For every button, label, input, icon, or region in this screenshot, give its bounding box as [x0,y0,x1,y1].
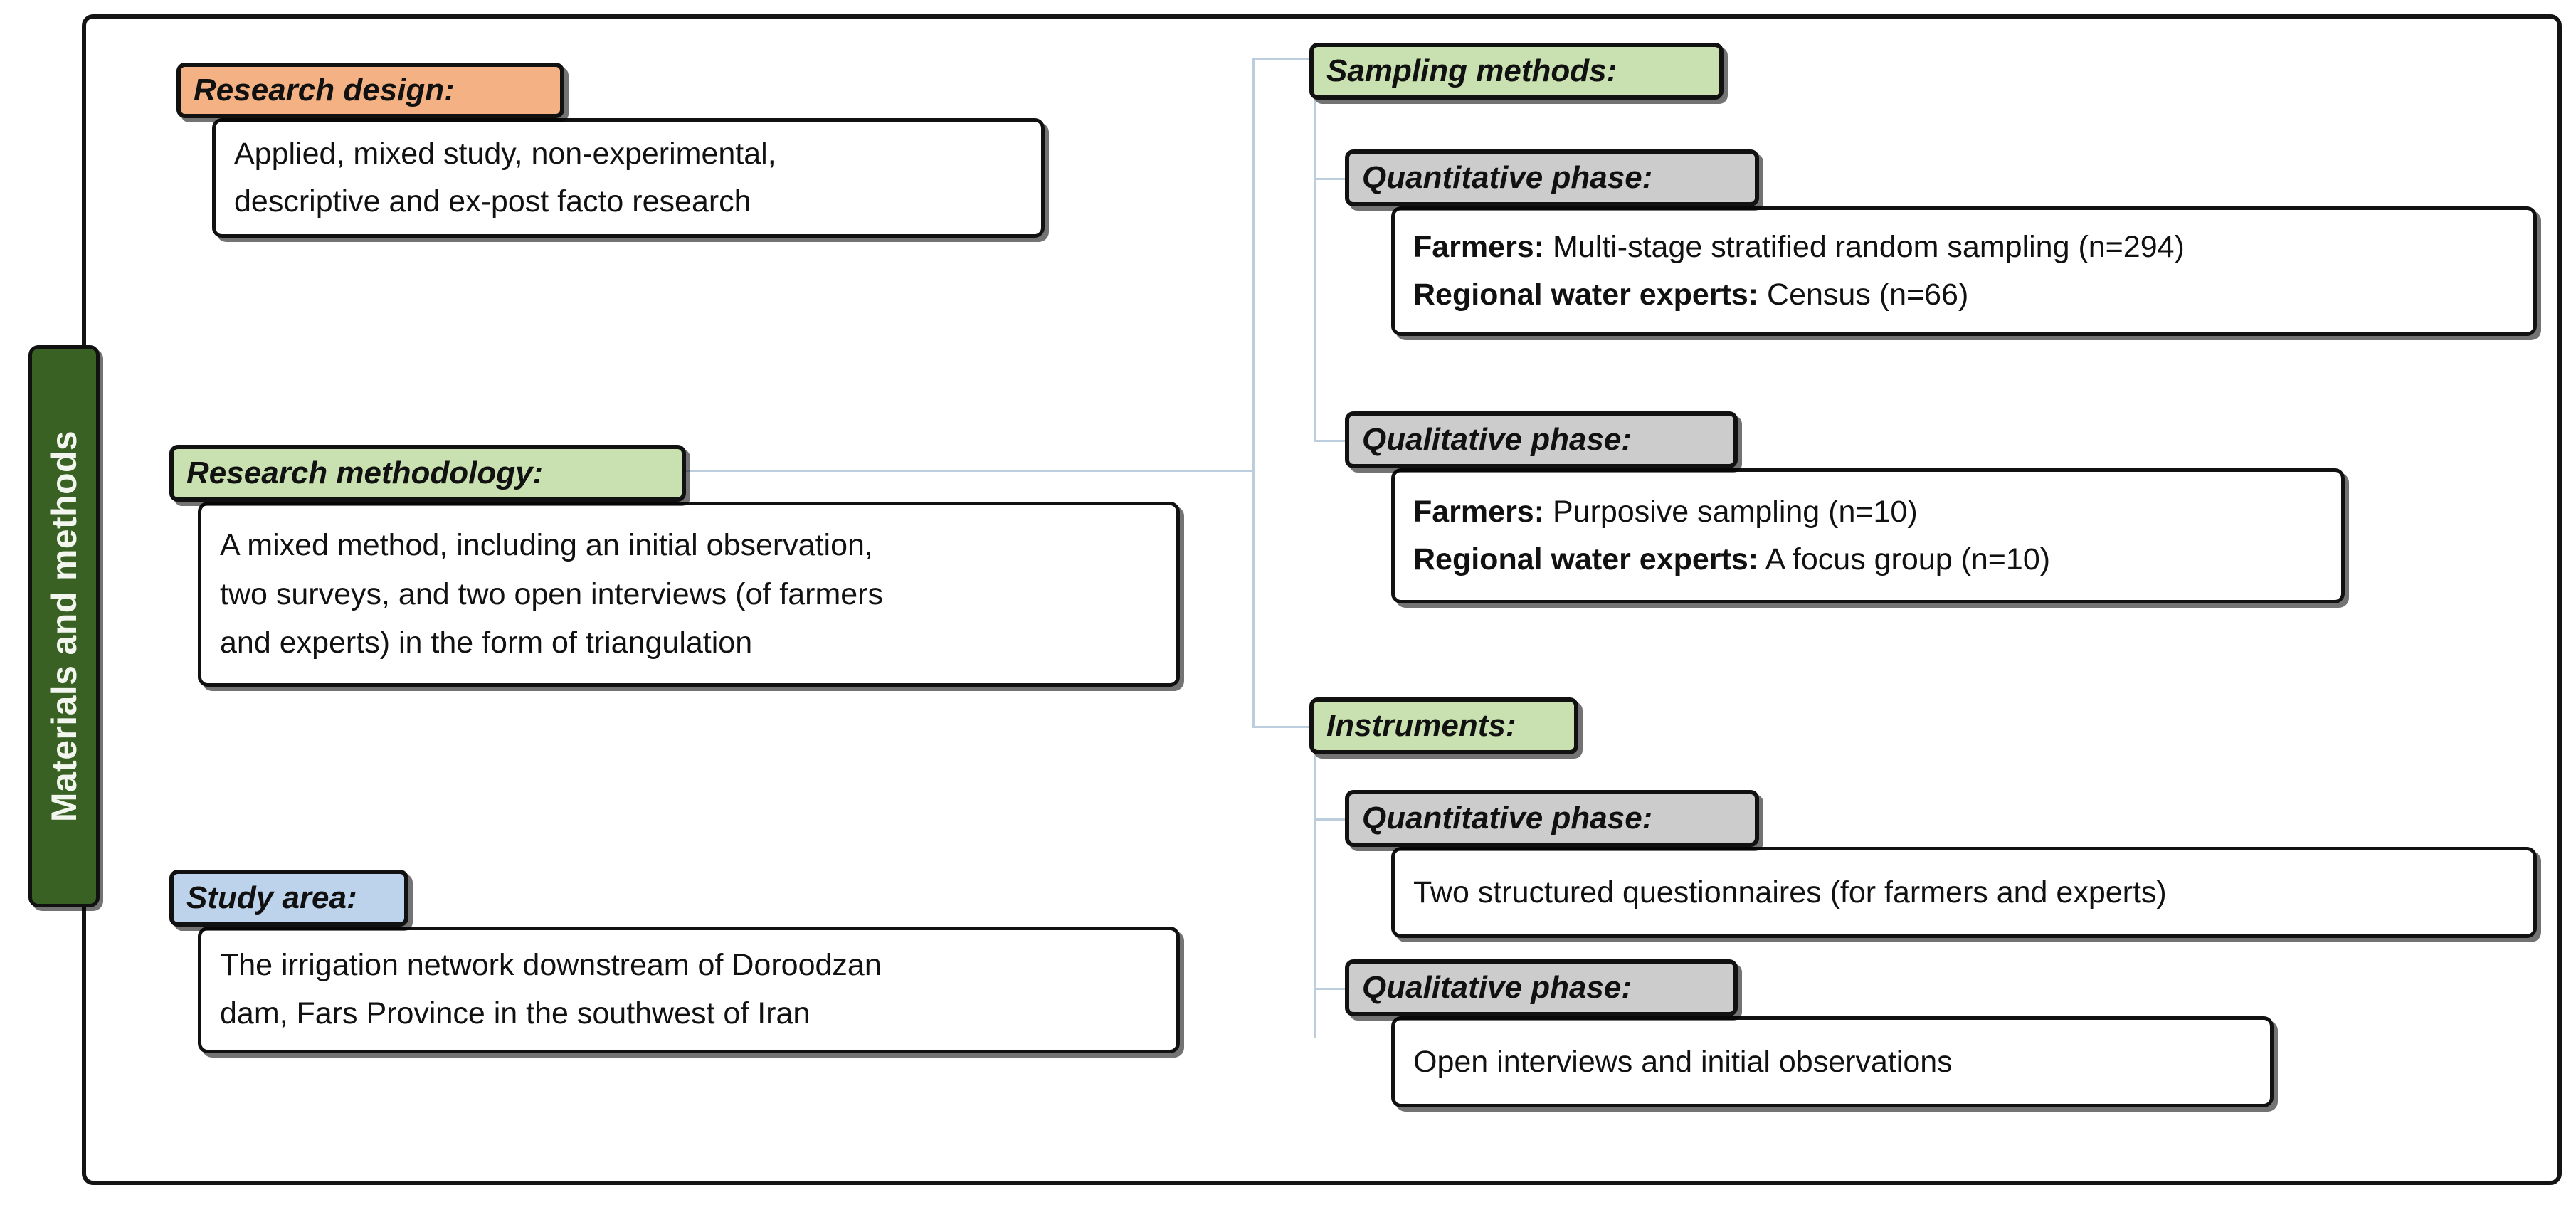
research-design-label-text: Research design: [194,73,455,107]
connector-instruments-to-quant [1314,818,1358,821]
sampling-qualitative-row-2-term: Regional water experts: [1413,542,1759,576]
sampling-qualitative-row-2-value: A focus group (n=10) [1758,542,2051,576]
connector-hub-vertical [1252,58,1255,727]
sampling-methods-label-text: Sampling methods: [1326,53,1617,88]
instruments-quantitative-body: Two structured questionnaires (for farme… [1413,875,2167,910]
sampling-qualitative-row-1-term: Farmers: [1413,495,1545,529]
research-design-line-1: Applied, mixed study, non-experimental, [234,137,776,172]
connector-hub-to-sampling [1252,58,1345,60]
instruments-quantitative-phase-label[interactable]: Quantitative phase: [1345,790,1759,847]
instruments-qualitative-phase-label[interactable]: Qualitative phase: [1345,959,1738,1016]
sampling-methods-label[interactable]: Sampling methods: [1309,43,1724,100]
connector-methodology-to-hub [685,470,1254,472]
connector-sampling-to-quant [1314,178,1358,180]
sampling-quantitative-phase-label[interactable]: Quantitative phase: [1345,149,1759,206]
instruments-qualitative-body: Open interviews and initial observations [1413,1044,1953,1079]
research-design-line-2: descriptive and ex-post facto research [234,184,751,218]
sampling-quantitative-row-1-value: Multi-stage stratified random sampling (… [1544,230,2185,265]
sampling-quantitative-row-2-value: Census (n=66) [1758,278,1969,312]
research-design-label[interactable]: Research design: [176,63,564,118]
sampling-qualitative-box[interactable]: Farmers: Purposive sampling (n=10) Regio… [1391,468,2345,604]
sampling-qualitative-phase-label-text: Qualitative phase: [1362,422,1632,457]
sampling-quantitative-box[interactable]: Farmers: Multi-stage stratified random s… [1391,206,2537,336]
sampling-qualitative-row-1: Farmers: Purposive sampling (n=10) [1395,488,2341,536]
research-methodology-label[interactable]: Research methodology: [169,445,686,502]
research-methodology-box[interactable]: A mixed method, including an initial obs… [198,502,1180,687]
instruments-qualitative-box[interactable]: Open interviews and initial observations [1391,1016,2274,1107]
research-methodology-line-3: and experts) in the form of triangulatio… [220,626,753,660]
study-area-line-2: dam, Fars Province in the southwest of I… [220,996,811,1031]
study-area-label[interactable]: Study area: [169,870,408,927]
connector-sampling-vertical [1314,85,1316,441]
sampling-quantitative-row-1-term: Farmers: [1413,230,1545,265]
research-methodology-line-1: A mixed method, including an initial obs… [220,527,873,562]
sampling-qualitative-row-1-value: Purposive sampling (n=10) [1544,495,1918,529]
study-area-box[interactable]: The irrigation network downstream of Dor… [198,927,1180,1053]
sampling-qualitative-phase-label[interactable]: Qualitative phase: [1345,411,1738,468]
instruments-quantitative-box[interactable]: Two structured questionnaires (for farme… [1391,847,2537,938]
sampling-qualitative-row-2: Regional water experts: A focus group (n… [1395,536,2341,584]
study-area-line-1: The irrigation network downstream of Dor… [220,948,882,983]
research-design-box[interactable]: Applied, mixed study, non-experimental, … [212,118,1045,238]
connector-hub-to-instruments [1252,726,1345,728]
instruments-label-text: Instruments: [1326,708,1516,743]
instruments-label[interactable]: Instruments: [1309,697,1578,754]
connector-instruments-vertical [1314,753,1316,1038]
sampling-quantitative-row-2-term: Regional water experts: [1413,278,1759,312]
connector-sampling-to-qual [1314,440,1358,442]
sampling-quantitative-phase-label-text: Quantitative phase: [1362,160,1653,195]
sampling-quantitative-row-2: Regional water experts: Census (n=66) [1395,271,2533,319]
instruments-quantitative-phase-label-text: Quantitative phase: [1362,801,1653,836]
connector-instruments-to-qual [1314,988,1358,990]
materials-and-methods-spine: Materials and methods [28,345,100,907]
research-methodology-label-text: Research methodology: [186,455,544,490]
spine-label: Materials and methods [44,430,84,823]
study-area-label-text: Study area: [186,880,357,915]
instruments-qualitative-phase-label-text: Qualitative phase: [1362,970,1632,1005]
sampling-quantitative-row-1: Farmers: Multi-stage stratified random s… [1395,223,2533,271]
research-methodology-line-2: two surveys, and two open interviews (of… [220,576,884,611]
